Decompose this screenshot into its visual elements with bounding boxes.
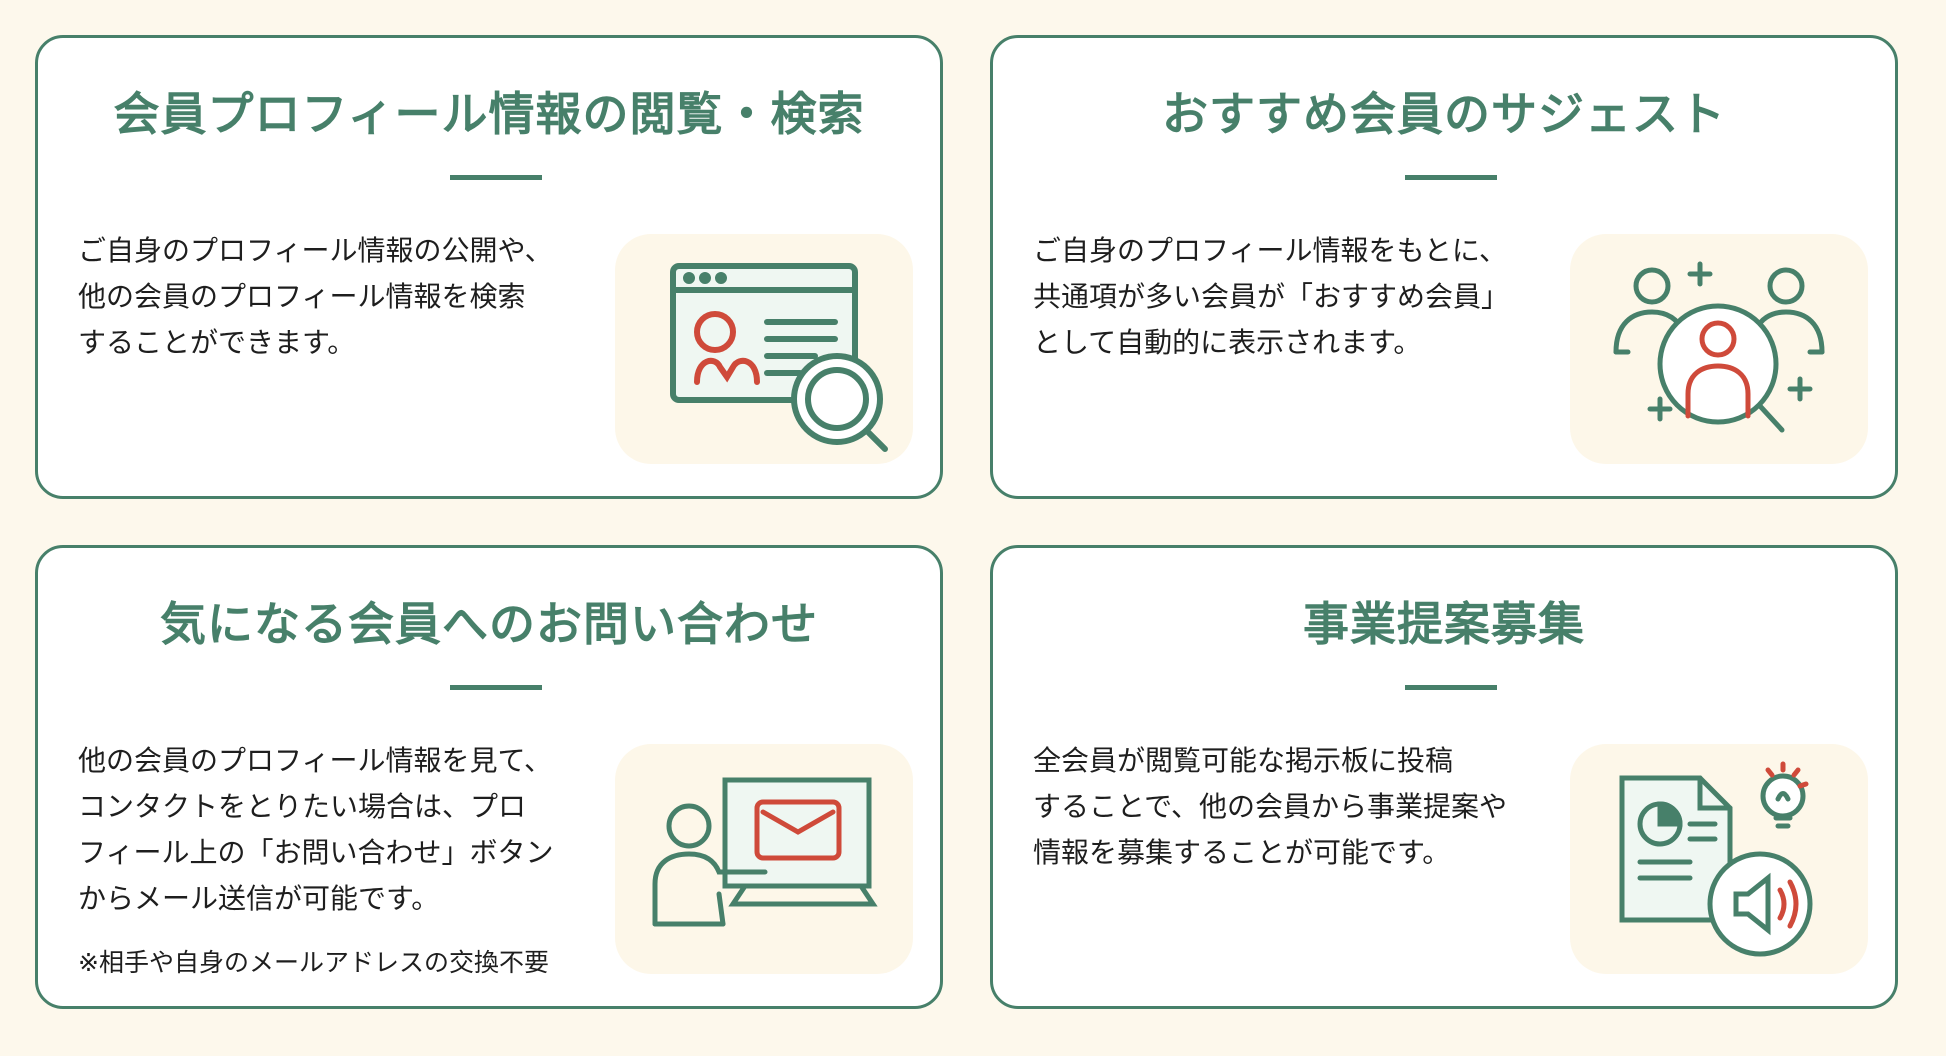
divider	[450, 685, 542, 690]
description-line: することができます。	[78, 326, 356, 359]
feature-card-business-proposal: 事業提案募集 全会員が閲覧可能な掲示板に投稿 することで、他の会員から事業提案や…	[990, 545, 1898, 1009]
feature-card-inquiry: 気になる会員へのお問い合わせ 他の会員のプロフィール情報を見て、 コンタクトをと…	[35, 545, 943, 1009]
divider	[1405, 685, 1497, 690]
footnote: ※相手や自身のメールアドレスの交換不要	[78, 948, 549, 977]
description-line: フィール上の「お問い合わせ」ボタン	[78, 836, 554, 869]
description-line: からメール送信が可能です。	[78, 882, 440, 915]
card-title: おすすめ会員のサジェスト	[1162, 87, 1726, 141]
description-line: 共通項が多い会員が「おすすめ会員」	[1033, 280, 1510, 313]
card-description: 全会員が閲覧可能な掲示板に投稿 することで、他の会員から事業提案や 情報を募集す…	[1033, 738, 1553, 876]
description-line: 他の会員のプロフィール情報を見て、	[78, 744, 553, 777]
card-title: 会員プロフィール情報の閲覧・検索	[113, 87, 865, 141]
card-description: 他の会員のプロフィール情報を見て、 コンタクトをとりたい場合は、プロ フィール上…	[78, 738, 598, 922]
description-line: 全会員が閲覧可能な掲示板に投稿	[1033, 744, 1454, 777]
description-line: ご自身のプロフィール情報をもとに、	[1033, 234, 1508, 267]
divider	[1405, 175, 1497, 180]
description-line: 他の会員のプロフィール情報を検索	[78, 280, 526, 313]
card-title: 事業提案募集	[1303, 597, 1585, 651]
description-line: 情報を募集することが可能です。	[1033, 836, 1451, 869]
card-description: ご自身のプロフィール情報をもとに、 共通項が多い会員が「おすすめ会員」 として自…	[1033, 228, 1553, 366]
profile-search-icon	[615, 234, 913, 464]
bulletin-board-icon	[1570, 744, 1868, 974]
card-title: 気になる会員へのお問い合わせ	[160, 597, 818, 651]
description-line: ご自身のプロフィール情報の公開や、	[78, 234, 553, 267]
description-line: することで、他の会員から事業提案や	[1033, 790, 1508, 823]
card-description: ご自身のプロフィール情報の公開や、 他の会員のプロフィール情報を検索 することが…	[78, 228, 598, 366]
description-line: として自動的に表示されます。	[1033, 326, 1422, 359]
feature-card-recommend: おすすめ会員のサジェスト ご自身のプロフィール情報をもとに、 共通項が多い会員が…	[990, 35, 1898, 499]
mail-inquiry-icon	[615, 744, 913, 974]
recommend-members-icon	[1570, 234, 1868, 464]
feature-card-profile-search: 会員プロフィール情報の閲覧・検索 ご自身のプロフィール情報の公開や、 他の会員の…	[35, 35, 943, 499]
divider	[450, 175, 542, 180]
description-line: コンタクトをとりたい場合は、プロ	[78, 790, 527, 823]
